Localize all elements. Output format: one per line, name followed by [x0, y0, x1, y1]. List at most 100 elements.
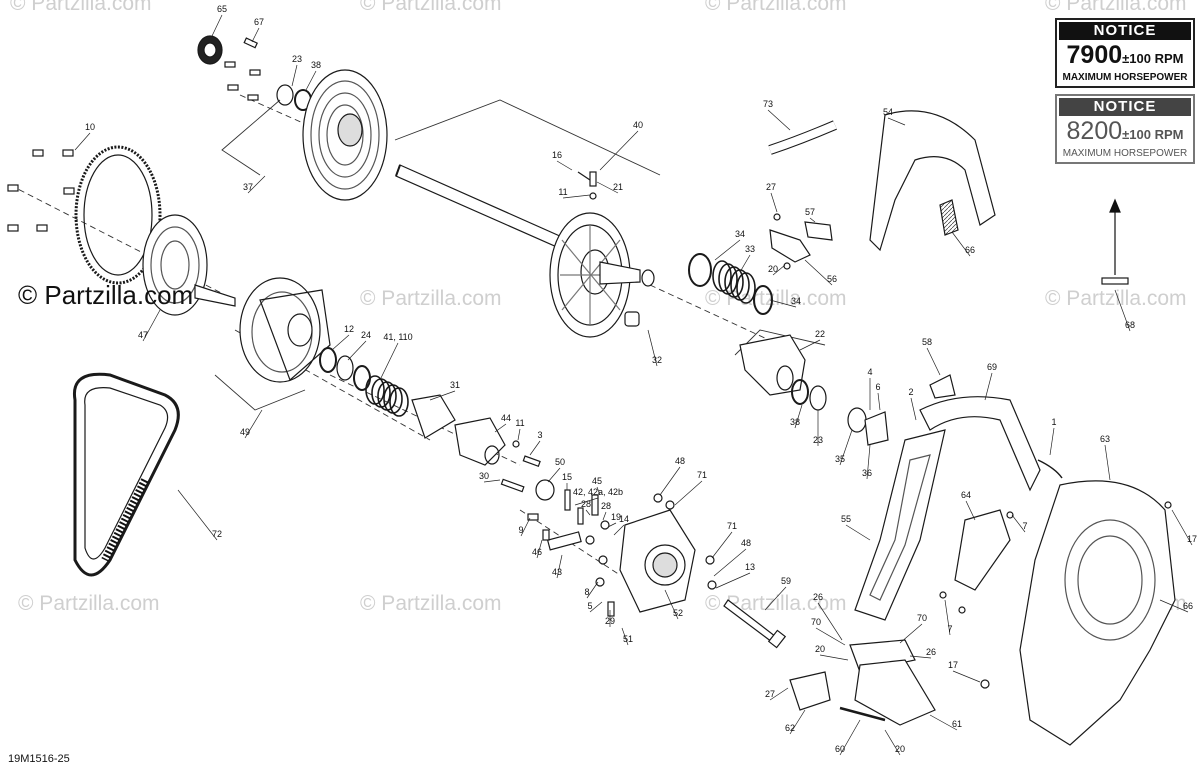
part-callout[interactable]: 21 [613, 182, 623, 192]
part-callout[interactable]: 9 [518, 525, 523, 535]
part-callout[interactable]: 66 [1183, 601, 1193, 611]
part-callout[interactable]: 1 [1051, 417, 1056, 427]
part-callout[interactable]: 12 [344, 324, 354, 334]
part-callout[interactable]: 61 [952, 719, 962, 729]
part-callout[interactable]: 52 [673, 608, 683, 618]
part-callout[interactable]: 50 [555, 457, 565, 467]
part-callout[interactable]: 11 [558, 187, 567, 197]
part-callout[interactable]: 60 [835, 744, 845, 754]
long-bolt-part [723, 599, 787, 649]
part-callout[interactable]: 34 [791, 296, 801, 306]
part-callout[interactable]: 48 [675, 456, 685, 466]
part-callout[interactable]: 27 [766, 182, 776, 192]
part-callout[interactable]: 11 [515, 418, 524, 428]
part-callout[interactable]: 35 [835, 454, 845, 464]
part-callout[interactable]: 51 [623, 634, 633, 644]
part-callout[interactable]: 3 [537, 430, 542, 440]
part-callout[interactable]: 28 [601, 501, 611, 511]
watermark: © Partzilla.com [1045, 0, 1187, 15]
part-callout[interactable]: 7 [947, 624, 952, 634]
part-callout[interactable]: 62 [785, 723, 795, 733]
part-callout[interactable]: 2 [908, 387, 913, 397]
ring-part [353, 365, 371, 391]
part-callout[interactable]: 72 [212, 529, 222, 539]
part-callout[interactable]: 20 [895, 744, 905, 754]
part-callout[interactable]: 17 [948, 660, 958, 670]
part-callout[interactable]: 4 [867, 367, 872, 377]
part-callout[interactable]: 63 [1100, 434, 1110, 444]
part-callout[interactable]: 24 [361, 330, 371, 340]
part-callout[interactable]: 38 [790, 417, 800, 427]
part-callout[interactable]: 22 [815, 329, 825, 339]
part-callout[interactable]: 6 [875, 382, 880, 392]
part-callout[interactable]: 73 [763, 99, 773, 109]
part-callout[interactable]: 49 [240, 427, 250, 437]
part-callout[interactable]: 16 [552, 150, 562, 160]
leader-line [714, 239, 741, 261]
part-callout[interactable]: 38 [311, 60, 321, 70]
part-callout[interactable]: 17 [1187, 534, 1197, 544]
leader-line [926, 347, 941, 376]
part-callout[interactable]: 57 [805, 207, 815, 217]
leader-line [331, 334, 350, 351]
part-callout[interactable]: 70 [811, 617, 821, 627]
drive-pulley-part [142, 214, 236, 316]
part-callout[interactable]: 32 [652, 355, 662, 365]
part-callout[interactable]: 8 [584, 587, 589, 597]
part-callout[interactable]: 59 [781, 576, 791, 586]
part-callout[interactable]: 40 [633, 120, 643, 130]
part-callout[interactable]: 71 [697, 470, 707, 480]
part-callout[interactable]: 13 [745, 562, 755, 572]
part-callout[interactable]: 42, 42a, 42b [573, 487, 623, 497]
part-callout[interactable]: 47 [138, 330, 148, 340]
part-callout[interactable]: 70 [917, 613, 927, 623]
part-callout[interactable]: 45 [592, 476, 602, 486]
part-callout[interactable]: 66 [965, 245, 975, 255]
diagram-id: 19M1516-25 [8, 753, 70, 765]
part-callout[interactable]: 29 [605, 616, 615, 626]
leader-line [586, 581, 599, 599]
part-callout[interactable]: 31 [450, 380, 460, 390]
part-callout[interactable]: 55 [841, 514, 851, 524]
leader-line [1011, 514, 1026, 533]
part-callout[interactable]: 48 [741, 538, 751, 548]
part-callout[interactable]: 44 [501, 413, 511, 423]
part-callout[interactable]: 71 [727, 521, 737, 531]
part-callout[interactable]: 34 [735, 229, 745, 239]
part-callout[interactable]: 36 [862, 468, 872, 478]
part-callout[interactable]: 30 [479, 471, 489, 481]
part-callout[interactable]: 28 [581, 499, 591, 509]
part-callout[interactable]: 41, 110 [383, 332, 412, 342]
part-callout[interactable]: 37 [243, 182, 253, 192]
notice-decal: NOTICE 7900±100 RPM MAXIMUM HORSEPOWER [1055, 18, 1195, 88]
part-callout[interactable]: 14 [619, 514, 629, 524]
leader-line [984, 372, 993, 401]
part-callout[interactable]: 54 [883, 107, 893, 117]
part-callout[interactable]: 20 [768, 264, 778, 274]
part-callout[interactable]: 58 [922, 337, 932, 347]
part-callout[interactable]: 69 [987, 362, 997, 372]
part-callout[interactable]: 20 [815, 644, 825, 654]
part-callout[interactable]: 65 [217, 4, 227, 14]
part-callout[interactable]: 5 [587, 601, 592, 611]
part-callout[interactable]: 10 [85, 122, 95, 132]
part-callout[interactable]: 46 [532, 547, 542, 557]
leader-line [74, 132, 91, 151]
leader-line [884, 729, 901, 756]
part-callout[interactable]: 7 [1022, 521, 1027, 531]
part-callout[interactable]: 27 [765, 689, 775, 699]
part-callout[interactable]: 15 [562, 472, 572, 482]
part-callout[interactable]: 68 [1125, 320, 1135, 330]
part-callout[interactable]: 19 [611, 512, 621, 522]
part-callout[interactable]: 26 [926, 647, 936, 657]
part-callout[interactable]: 26 [813, 592, 823, 602]
part-callout[interactable]: 23 [813, 435, 823, 445]
part-callout[interactable]: 64 [961, 490, 971, 500]
part-callout[interactable]: 56 [827, 274, 837, 284]
part-callout[interactable]: 23 [292, 54, 302, 64]
part-callout[interactable]: 33 [745, 244, 755, 254]
part-callout[interactable]: 43 [552, 567, 562, 577]
leader-line [429, 390, 456, 401]
part-callout[interactable]: 67 [254, 17, 264, 27]
leader-line [815, 627, 846, 646]
